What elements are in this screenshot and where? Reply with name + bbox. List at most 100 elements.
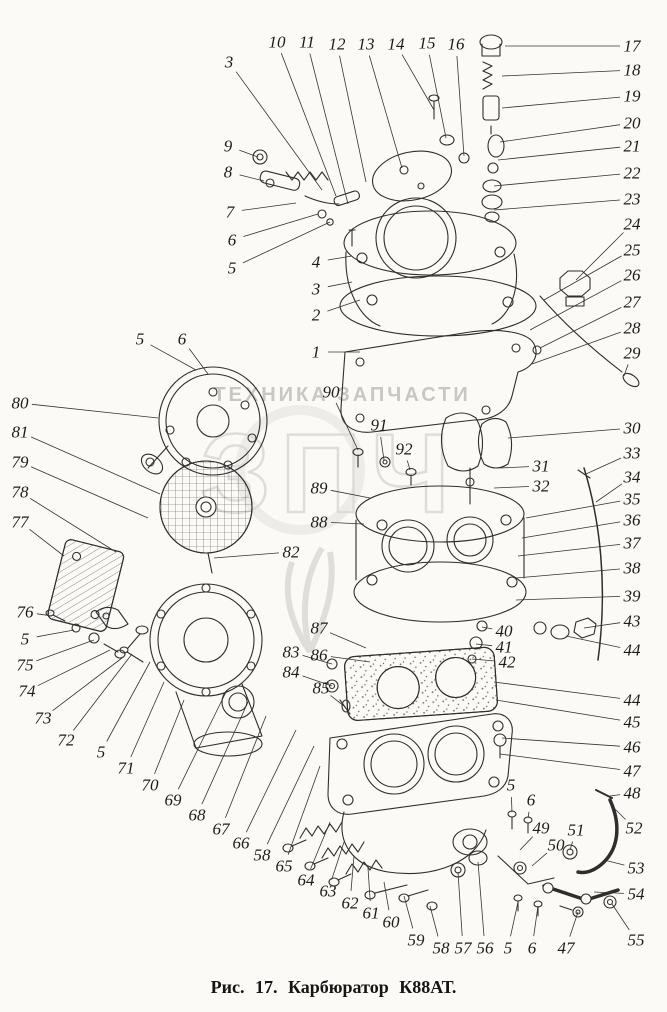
leader-line-51 [569, 841, 573, 851]
leader-line-69 [177, 691, 227, 790]
leader-line-31 [499, 466, 530, 469]
carburetor-drawing [45, 34, 640, 918]
leader-line-5 [510, 901, 519, 937]
leader-line-75 [36, 639, 95, 662]
leader-line-45 [495, 699, 621, 721]
small-screws-mid [352, 447, 417, 486]
leader-line-89 [330, 489, 371, 499]
leader-line-78 [29, 498, 117, 553]
leader-line-76 [36, 613, 53, 617]
leader-line-52 [611, 805, 626, 820]
leader-line-39 [515, 596, 621, 601]
leader-line-10 [280, 53, 337, 197]
throttle-levers [542, 467, 620, 909]
leader-line-44 [565, 635, 621, 648]
leader-line-68 [201, 701, 249, 805]
leader-line-84 [302, 675, 333, 687]
choke-lever-assembly [252, 149, 361, 247]
leader-line-92 [406, 460, 411, 471]
hex-plug [559, 270, 591, 307]
leader-line-67 [225, 715, 267, 819]
leader-line-3 [235, 71, 323, 191]
leader-lines [29, 45, 630, 937]
leader-line-23 [493, 199, 621, 211]
leader-line-58 [266, 745, 315, 845]
leader-line-36 [521, 521, 621, 539]
leader-line-86 [330, 656, 371, 663]
air-horn-cover [339, 197, 537, 337]
leader-line-53 [603, 859, 625, 866]
leader-line-88 [330, 522, 365, 525]
cover-gasket [340, 329, 537, 433]
bottom-fasteners [513, 894, 584, 918]
leader-line-5 [36, 629, 75, 638]
leader-line-47 [569, 911, 579, 937]
leader-line-57 [457, 871, 463, 937]
leader-line-3 [327, 281, 353, 288]
float-assembly [440, 412, 513, 505]
leader-line-20 [499, 124, 621, 143]
leader-line-65 [287, 765, 321, 855]
leader-line-46 [501, 737, 621, 747]
leader-line-59 [403, 895, 414, 929]
leader-line-72 [72, 653, 133, 731]
choke-rod [532, 295, 640, 388]
leader-line-74 [37, 649, 111, 687]
leader-line-55 [611, 903, 630, 931]
leader-line-16 [456, 55, 465, 157]
leader-line-43 [583, 622, 621, 629]
leader-line-40 [481, 626, 493, 630]
leader-line-41 [475, 643, 493, 647]
leader-line-19 [501, 96, 621, 109]
leader-line-60 [383, 881, 390, 911]
leader-line-12 [339, 55, 367, 183]
leader-line-22 [493, 173, 621, 187]
leader-line-91 [380, 436, 385, 461]
leader-line-33 [585, 457, 622, 475]
leader-line-42 [471, 658, 496, 662]
leader-line-61 [367, 867, 371, 902]
leader-line-5 [150, 344, 197, 371]
leader-line-32 [493, 486, 530, 489]
leader-line-58 [429, 905, 439, 937]
leader-line-82 [213, 552, 280, 559]
leader-line-24 [575, 232, 624, 281]
leader-line-34 [595, 483, 623, 503]
leader-line-6 [527, 811, 530, 819]
leader-line-5 [106, 661, 151, 742]
leader-line-28 [531, 331, 621, 365]
leader-line-7 [241, 202, 297, 211]
filter-plug-parts [479, 34, 505, 223]
leader-line-21 [497, 146, 621, 161]
main-body [353, 485, 527, 623]
leader-line-87 [329, 632, 367, 649]
leader-line-9 [239, 149, 259, 158]
watermark-word-left: ТЕХНИКА [213, 384, 328, 406]
leader-line-6 [188, 348, 209, 375]
leader-line-38 [515, 568, 621, 579]
leader-line-62 [350, 855, 355, 892]
leader-line-54 [593, 891, 625, 894]
leader-line-63 [331, 841, 345, 880]
pump-link-parts [497, 810, 578, 885]
leader-line-5 [511, 796, 513, 813]
leader-line-11 [309, 53, 349, 205]
leader-line-15 [429, 54, 447, 139]
leader-line-44 [493, 681, 621, 699]
throttle-springs [282, 821, 488, 911]
leader-line-77 [29, 528, 65, 557]
leader-line-48 [609, 794, 621, 797]
leader-line-37 [517, 544, 621, 557]
leader-line-35 [525, 500, 621, 519]
leader-line-70 [154, 699, 185, 775]
leader-line-79 [30, 466, 149, 519]
leader-line-27 [539, 307, 622, 349]
leader-line-49 [519, 836, 533, 851]
leader-line-6 [243, 213, 319, 237]
watermark-wheat-icon [235, 405, 365, 654]
figure-caption: Рис. 17. Карбюратор К88АТ. [210, 977, 457, 997]
leader-line-2 [327, 299, 361, 312]
leader-line-80 [31, 403, 159, 419]
leader-line-26 [529, 280, 622, 331]
